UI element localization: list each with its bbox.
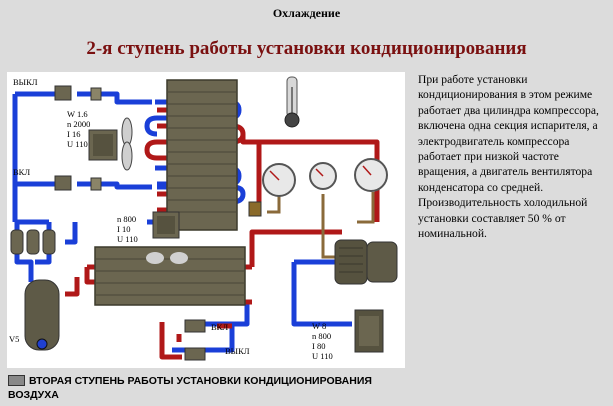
cond-param-u: U 110 — [312, 351, 333, 361]
comp-param-u: U 110 — [117, 234, 138, 244]
receiver-tank — [24, 279, 60, 351]
section-header: Охлаждение — [272, 6, 341, 20]
valve-bottom1-label: ВКЛ — [211, 322, 228, 332]
refrigeration-diagram: W 1.6 n 2000 I 16 U 110 ВЫКЛ ВКЛ V5 n 80… — [7, 72, 405, 368]
folder-icon — [8, 374, 25, 386]
condenser-fan-motor — [354, 309, 384, 353]
solenoid-valve-mid[interactable] — [54, 175, 102, 191]
valve-mid-label: ВКЛ — [13, 167, 30, 177]
evaporator — [166, 79, 238, 231]
valve-top-label: ВЫКЛ — [13, 77, 38, 87]
fan-param-u: U 110 — [67, 139, 88, 149]
valve-bottom2-label: ВЫКЛ — [225, 346, 250, 356]
comp-param-i: I 10 — [117, 224, 130, 234]
thermometer-icon — [284, 76, 300, 128]
cond-param-w: W 8 — [312, 321, 326, 331]
fan-param-i: I 16 — [67, 129, 80, 139]
description-text: При работе установки кондиционирования в… — [418, 73, 599, 241]
solenoid-valve-top[interactable] — [54, 85, 102, 101]
expansion-valve — [152, 211, 180, 239]
fan-motor — [88, 129, 118, 161]
cond-param-n: n 800 — [312, 331, 331, 341]
solenoid-valve-bottom-2[interactable] — [184, 347, 206, 361]
pressure-switch — [248, 201, 262, 217]
fan-param-n: n 2000 — [67, 119, 90, 129]
pressure-gauge-left — [262, 163, 296, 197]
caption: ВТОРАЯ СТУПЕНЬ РАБОТЫ УСТАНОВКИ КОНДИЦИО… — [8, 374, 408, 402]
receiver-label: V5 — [9, 334, 19, 344]
comp-param-n: n 800 — [117, 214, 136, 224]
gauge-lines — [267, 192, 375, 259]
filter-dryers — [10, 229, 56, 255]
fan-icon — [121, 117, 133, 171]
condenser — [94, 246, 246, 306]
compressor — [334, 239, 398, 285]
pressure-gauge-right — [354, 158, 388, 192]
caption-text: ВТОРАЯ СТУПЕНЬ РАБОТЫ УСТАНОВКИ КОНДИЦИО… — [8, 375, 372, 401]
pressure-gauge-middle — [309, 162, 337, 190]
fan-param-w: W 1.6 — [67, 109, 88, 119]
cond-param-i: I 80 — [312, 341, 325, 351]
page-title: 2-я ступень работы установки кондиционир… — [86, 38, 527, 59]
solenoid-valve-bottom-1[interactable] — [184, 319, 206, 333]
